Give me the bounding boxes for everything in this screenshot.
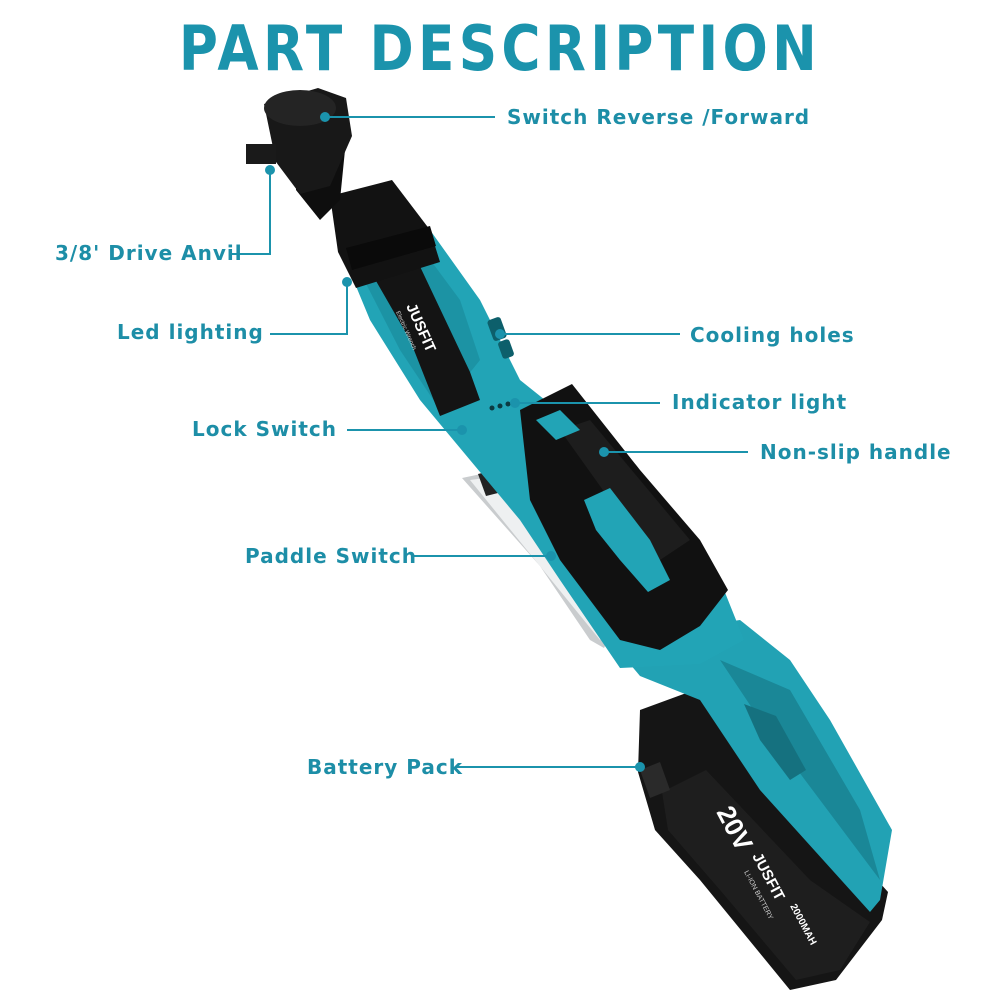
label-lock-switch: Lock Switch [192,417,337,441]
callout-lines [230,116,748,768]
callout-dot-drive-anvil [265,165,275,175]
label-non-slip-handle: Non-slip handle [760,440,952,464]
label-led-lighting: Led lighting [117,320,264,344]
callout-dot-paddle [546,551,556,561]
battery-pack-part: 20V JUSFIT LI-ION BATTERY 2000MAH [638,688,888,990]
callout-dot-cooling [495,329,505,339]
callout-line-led [270,282,348,335]
callout-dots [265,112,645,772]
page-title: PART DESCRIPTION [178,12,822,85]
callout-dot-lock [457,425,467,435]
label-drive-anvil: 3/8' Drive Anvil [55,241,243,265]
label-indicator-light: Indicator light [672,390,848,414]
callout-dot-non-slip [599,447,609,457]
label-cooling-holes: Cooling holes [690,323,855,347]
callout-dot-indicator [510,398,520,408]
label-paddle-switch: Paddle Switch [245,544,418,568]
callout-line-drive-anvil [230,170,271,255]
label-battery-pack: Battery Pack [307,755,464,779]
callout-dot-led [342,277,352,287]
callout-dot-switch-reverse [320,112,330,122]
tool-base-part [610,620,892,912]
callout-dot-battery [635,762,645,772]
handle-grip-part [520,384,728,650]
label-switch-reverse: Switch Reverse /Forward [507,105,811,129]
ratchet-head-part [246,88,440,288]
